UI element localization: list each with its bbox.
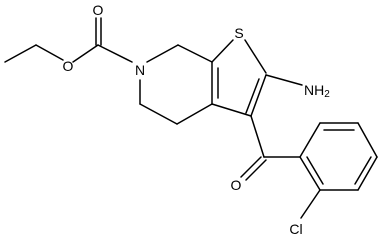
bond-ketone-double-b bbox=[245, 159, 267, 181]
atom-ketone-oxygen: O bbox=[231, 177, 242, 193]
bond-c2-c3-inner bbox=[245, 78, 260, 114]
bond-aryl-cl bbox=[300, 189, 321, 219]
bond-ethyl-ch3-ch2 bbox=[4, 44, 37, 63]
bond-aryl-c6-c1 bbox=[299, 156, 321, 191]
bond-aryl-c1-c2 bbox=[299, 122, 321, 158]
bond-carbonyl-carbon-n bbox=[97, 44, 133, 63]
bond-ch2-ch2 bbox=[139, 103, 178, 125]
bond-ch2-c7a bbox=[177, 44, 213, 63]
bond-ch2-c3a bbox=[176, 103, 213, 125]
bond-aryl-inner-c bbox=[306, 156, 324, 185]
bond-aryl-c4-c5 bbox=[357, 156, 378, 191]
atom-ester-carbonyl-oxygen: O bbox=[93, 2, 104, 18]
bond-c3-c3a bbox=[211, 103, 252, 117]
bond-o-carbonyl-carbon bbox=[72, 44, 99, 63]
amino-subscript: 2 bbox=[324, 89, 330, 100]
bonds bbox=[4, 17, 378, 219]
bond-aryl-c3-c4 bbox=[357, 122, 378, 158]
bond-c7a-s bbox=[211, 39, 234, 63]
bond-c2-nh2 bbox=[265, 74, 303, 86]
bond-c3-ketone-carbon bbox=[250, 115, 265, 158]
atom-ring-nitrogen: N bbox=[135, 62, 145, 78]
bond-ethyl-ch2-o bbox=[35, 44, 64, 61]
atom-chlorine: Cl bbox=[289, 221, 302, 237]
atom-labels: O O N S NH2 O Cl bbox=[63, 2, 331, 237]
atom-thiophene-sulfur: S bbox=[234, 25, 243, 41]
bond-s-c2 bbox=[244, 39, 267, 74]
bond-ketone-double-a bbox=[240, 156, 262, 178]
atom-amino-group: NH2 bbox=[304, 82, 330, 100]
bond-aryl-inner-b bbox=[354, 156, 372, 185]
atom-ester-oxygen: O bbox=[63, 58, 74, 74]
bond-c2-c3 bbox=[250, 74, 267, 117]
amino-nh-text: NH bbox=[304, 82, 324, 98]
bond-n-ch2-upper bbox=[146, 44, 179, 63]
